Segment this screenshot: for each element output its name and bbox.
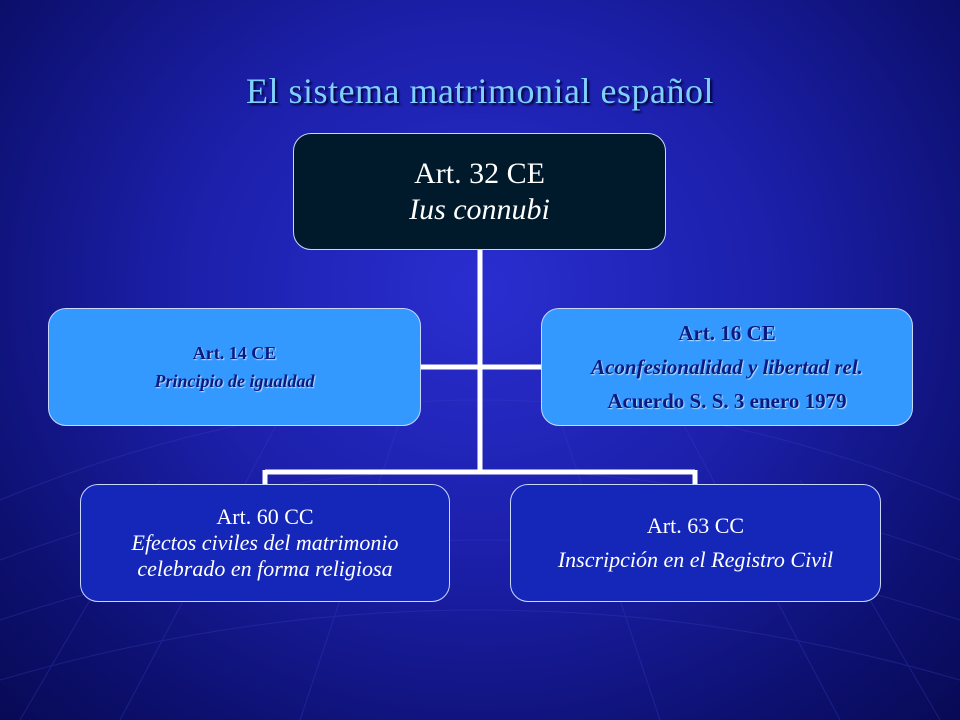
node-art-63-title: Art. 63 CC (646, 513, 745, 538)
node-art-16-note: Acuerdo S. S. 3 enero 1979 (607, 389, 847, 413)
node-art-16-title: Art. 16 CE (678, 321, 776, 345)
node-art-60-cc: Art. 60 CC Efectos civiles del matrimoni… (80, 484, 450, 602)
node-art-16-ce: Art. 16 CE Aconfesionalidad y libertad r… (541, 308, 913, 426)
root-node-art-32-ce: Art. 32 CE Ius connubi (293, 133, 666, 250)
node-art-14-ce: Art. 14 CE Principio de igualdad (48, 308, 421, 426)
root-node-title: Art. 32 CE (414, 156, 545, 190)
node-art-14-subtitle: Principio de igualdad (154, 371, 315, 391)
node-art-63-cc: Art. 63 CC Inscripción en el Registro Ci… (510, 484, 881, 602)
node-art-14-title: Art. 14 CE (192, 343, 277, 363)
node-art-60-line2: Efectos civiles del matrimonio (131, 530, 399, 555)
node-art-16-subtitle: Aconfesionalidad y libertad rel. (591, 355, 863, 379)
node-art-60-line3: celebrado en forma religiosa (137, 556, 393, 581)
root-node-subtitle: Ius connubi (409, 192, 550, 226)
slide-title: El sistema matrimonial español (246, 71, 714, 111)
node-art-60-title: Art. 60 CC (216, 504, 314, 529)
node-art-63-subtitle: Inscripción en el Registro Civil (557, 547, 834, 572)
